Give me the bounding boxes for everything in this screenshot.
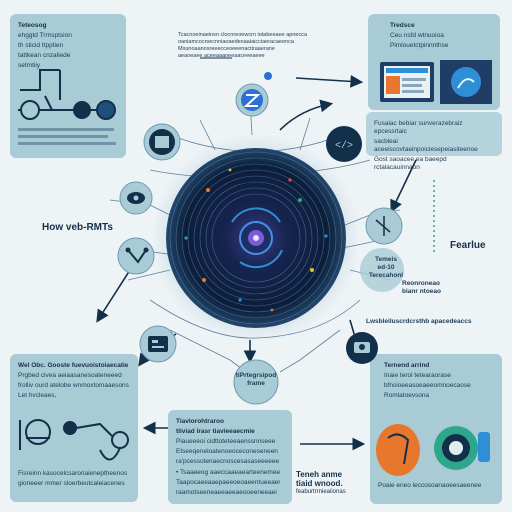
panel-text: tliviad irasr tiavieeaecmie — [176, 428, 255, 435]
panel-text: ra'pcessotenaecnoscesasaseeeeee — [176, 458, 280, 465]
top-center-line: oaniamcocrsecnniaoaedeoaaiaicciaeracaeen… — [178, 39, 294, 45]
code-brackets-icon: </> — [326, 126, 362, 162]
right-small-line: Terecahonl — [368, 272, 404, 279]
right-small-line: ed-10 — [377, 264, 395, 271]
panel-bottom-mid: Tiavlorohtraroo tliviad irasr tiavieeaec… — [168, 410, 292, 504]
right-node-icon — [365, 207, 403, 245]
terminal-icon — [139, 325, 177, 363]
panel-bullet: raamotseeneaeeaeeaeooeeneeaei — [176, 489, 277, 496]
panel-lines-top-left — [18, 128, 116, 145]
panel-text: Etseeqeneloatenoeoceconeseneen — [176, 448, 278, 455]
panel-bullet: Taapocaeeaaepaeeoeoaeentueeaer — [176, 479, 281, 486]
panel-text: Tiavlorohtraroo — [176, 418, 224, 425]
panel-illustration-bottom-left — [19, 419, 129, 461]
panel-text: ehggtd Trrnsptsion — [18, 32, 72, 39]
node-graph-icon — [117, 237, 155, 275]
panel-text: Prgbed civea aeiaasanesoateneeed — [18, 372, 122, 379]
bottom-caption-line: Teneh anme — [296, 470, 343, 479]
panel-text: Ceu nsfd wtnuoioa — [390, 32, 444, 39]
circuit-z-icon — [235, 83, 269, 117]
core-orb — [166, 148, 346, 328]
panel-text: tattkean cnzaliede — [18, 52, 71, 59]
eye-icon — [119, 181, 153, 215]
screen-illustration — [380, 60, 492, 104]
bottom-caption: Teneh anme tiaid wnood. feaburtrrnieaiio… — [296, 470, 346, 497]
panel-illustration-bottom-right — [376, 424, 490, 476]
panel-text: Romlatoevsona — [384, 392, 430, 399]
right-small-line: Reonroneao — [402, 280, 440, 287]
center-badge — [233, 359, 279, 405]
bottom-caption-line: tiaid wnood. — [296, 479, 343, 488]
panel-text: Gost saoacee ea baeepd rctalacauinnaon — [374, 156, 447, 171]
center-caption: tiPrtegrsipod frame — [226, 372, 286, 388]
panel-right-mid: Fusaiac bebiar sunverazebraiz epcessrtai… — [366, 112, 502, 171]
center-caption-line: tiPrtegrsipod — [235, 372, 277, 379]
panel-footer: Fisreinn kasocelcsaroriaieneptheenos — [18, 470, 128, 477]
panel-text: Plmlouetctpinnnthse — [390, 42, 449, 49]
panel-text: Teteosog — [18, 22, 47, 29]
panel-bottom-left: Wel Obc. Gooste fuevuoistoiaecatie Prgbe… — [10, 354, 138, 502]
panel-text: setmtiiy — [18, 62, 41, 69]
right-small-text: Temeis ed-10 Terecahonl — [366, 256, 406, 280]
top-center-text: Tcacnoeinaeinsn clocnreoewcrn iotabeeaee… — [178, 32, 338, 60]
top-center-line: Tcacnoeinaeinsn clocnreoewcrn iotabeeaee… — [178, 32, 308, 38]
right-small-line: Temeis — [375, 256, 397, 263]
panel-text: Ternend arrind — [384, 362, 430, 369]
bottom-caption-line: feaburtrrnieaiionas — [296, 489, 346, 495]
right-small-line: bianr ntoeao — [402, 288, 442, 295]
camera-icon — [346, 332, 378, 364]
right-caption: Lwsbleiluscrdcrsthb apacedeaccs — [366, 318, 472, 325]
small-logo-icon — [264, 72, 272, 80]
right-small-text-2: Reonroneao bianr ntoeao — [402, 280, 441, 296]
panel-text: bfnsioeeasoeaeeomnoecaose — [384, 382, 471, 389]
panel-top-left: Teteosog ehggtd Trrnsptsion th sticid tt… — [10, 14, 126, 158]
panel-text: sacbleai aceeiscovtaeinpoiciesepeiasitee… — [374, 138, 478, 153]
panel-text: th sticid ttpptien — [18, 42, 64, 49]
panel-text: Inaie terol tetearaorase — [384, 372, 451, 379]
right-mid-badge — [360, 248, 404, 292]
panel-text: Piaueeeoi cidttoteteeaenssnnseee — [176, 438, 276, 445]
chip-icon — [143, 123, 181, 161]
panel-illustration-top-left — [18, 69, 116, 120]
panel-text: frolliv ourd atelobe wnmoxtomaaesons — [18, 382, 129, 389]
top-center-line: aeaoeaee aceeaaaneeaaceeeaeee — [178, 53, 265, 59]
panel-bullet: • Tsaaeeog aaeccaaeaearteenemee — [176, 469, 281, 476]
panel-text: Fusaiac bebiar sunverazebraiz epcessrtai… — [374, 120, 463, 135]
panel-text: Let hvcleaes, — [18, 392, 57, 399]
center-caption-line: frame — [247, 380, 265, 387]
panel-text: Tredsce — [390, 22, 415, 29]
left-label: How veb-RMTs — [42, 222, 113, 233]
panel-text: Wel Obc. Gooste fuevuoistoiaecatie — [18, 362, 129, 369]
panel-footer: Poaie eneo leccosoanaoeesaeenee — [378, 482, 482, 489]
svg-text:</>: </> — [335, 140, 353, 152]
right-label: Fearlue — [450, 240, 486, 251]
top-center-line: Mxunoaanosreeecceoeeenactiraaerane — [178, 46, 275, 52]
panel-footer: gioneeer mmer sloerbeutcaleiacenes — [18, 480, 125, 487]
